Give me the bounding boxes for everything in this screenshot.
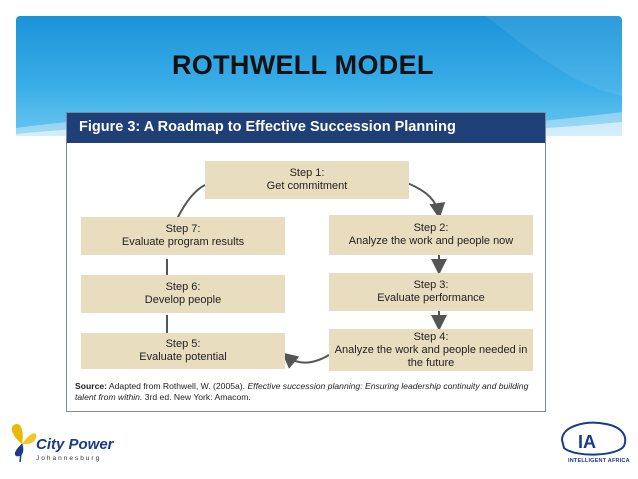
slide-title: ROTHWELL MODEL (172, 50, 434, 80)
source-label: Source: (75, 381, 107, 391)
step-6-number: Step 6: (165, 281, 201, 293)
step-4-text: Analyze the work and people needed in th… (334, 343, 528, 369)
connector-1-2 (406, 182, 446, 219)
intelligent-africa-mark-icon: IA (560, 421, 627, 456)
connector-7-1 (176, 184, 206, 220)
intelligent-africa-name: INTELLIGENT AFRICA (568, 458, 630, 464)
source-note: Source: Adapted from Rothwell, W. (2005a… (75, 381, 537, 403)
step-5-text: Evaluate potential (139, 351, 227, 363)
cycle-connectors (166, 182, 447, 369)
source-title: Effective succession planning: Ensuring … (75, 381, 529, 402)
step-5-number: Step 5: (165, 338, 201, 350)
step-2-text: Analyze the work and people now (348, 235, 514, 247)
step-7-text: Evaluate program results (121, 236, 245, 248)
source-prefix: Adapted from Rothwell, W. (2005a). (108, 381, 246, 391)
step-1-box: Step 1: Get commitment (205, 161, 409, 199)
step-5-box: Step 5: Evaluate potential (81, 333, 285, 369)
step-6-box: Step 6: Develop people (81, 275, 285, 313)
step-3-box: Step 3: Evaluate performance (329, 273, 533, 311)
step-7-number: Step 7: (165, 223, 201, 235)
figure-title: Figure 3: A Roadmap to Effective Success… (79, 119, 456, 135)
city-power-butterfly-icon (11, 423, 37, 463)
city-power-logo: City Power Johannesburg (6, 420, 116, 472)
step-6-text: Develop people (144, 294, 222, 306)
intelligent-africa-mark: IA (578, 432, 596, 452)
source-suffix: 3rd ed. New York: Amacom. (144, 392, 251, 402)
step-4-number: Step 4: (413, 330, 449, 343)
step-2-box: Step 2: Analyze the work and people now (329, 215, 533, 255)
step-1-text: Get commitment (266, 180, 348, 192)
step-2-number: Step 2: (413, 222, 449, 234)
step-3-number: Step 3: (413, 279, 449, 291)
step-7-box: Step 7: Evaluate program results (81, 217, 285, 255)
step-4-box: Step 4: Analyze the work and people need… (329, 329, 533, 371)
connector-4-5 (281, 352, 330, 369)
step-1-number: Step 1: (289, 167, 325, 179)
intelligent-africa-logo: IA INTELLIGENT AFRICA (556, 418, 632, 474)
figure-panel: Figure 3: A Roadmap to Effective Success… (66, 112, 546, 412)
figure-title-bar: Figure 3: A Roadmap to Effective Success… (67, 113, 545, 143)
step-3-text: Evaluate performance (377, 292, 485, 304)
city-power-brand: City Power (36, 436, 114, 453)
city-power-city: Johannesburg (36, 455, 102, 462)
